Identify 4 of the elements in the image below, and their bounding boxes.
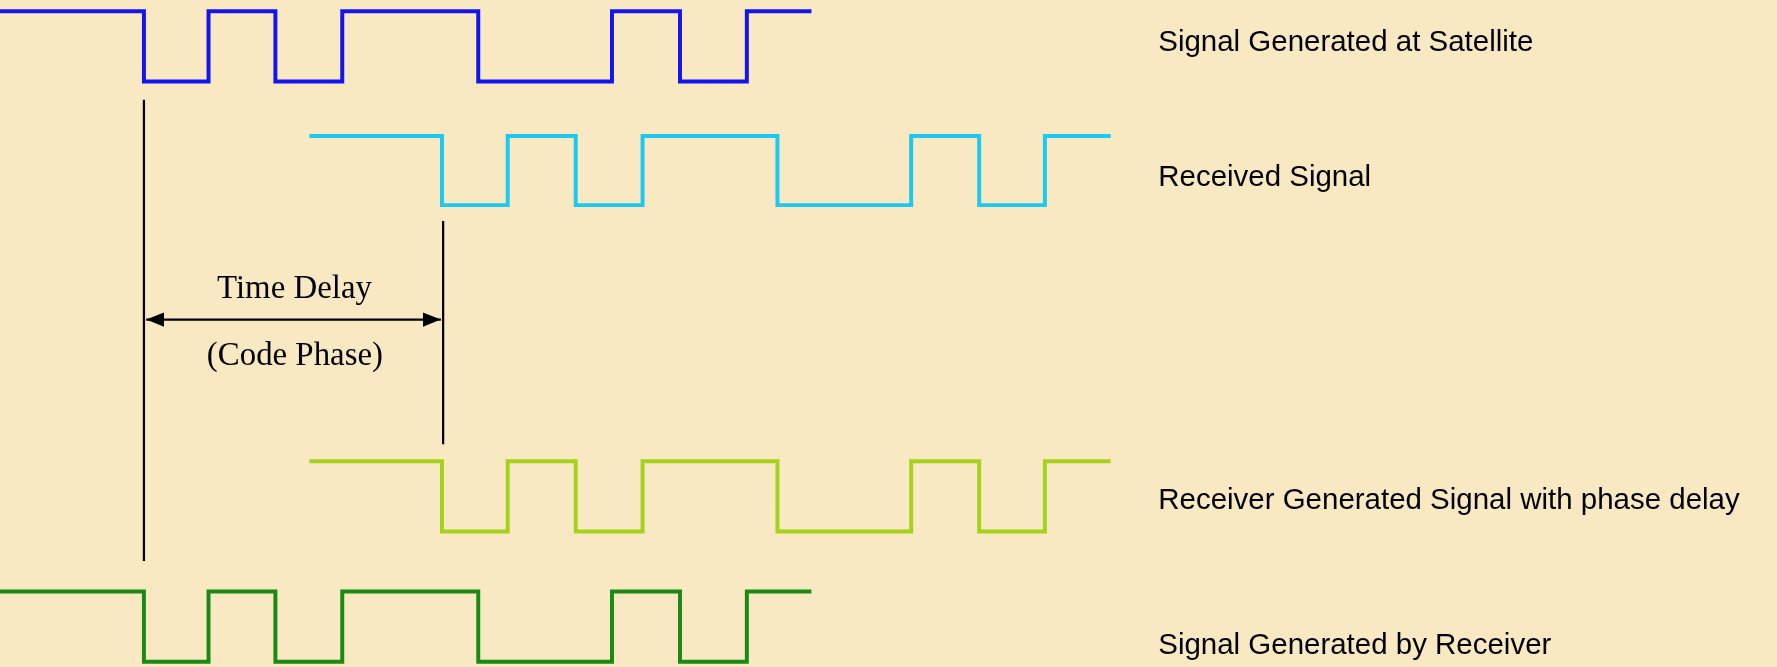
signal-label: Receiver Generated Signal with phase delay (1158, 480, 1741, 518)
signal-label: Signal Generated at Satellite (1158, 22, 1535, 60)
signal-label: Signal Generated by Receiver (1158, 625, 1553, 663)
signal-label: Received Signal (1158, 157, 1373, 195)
